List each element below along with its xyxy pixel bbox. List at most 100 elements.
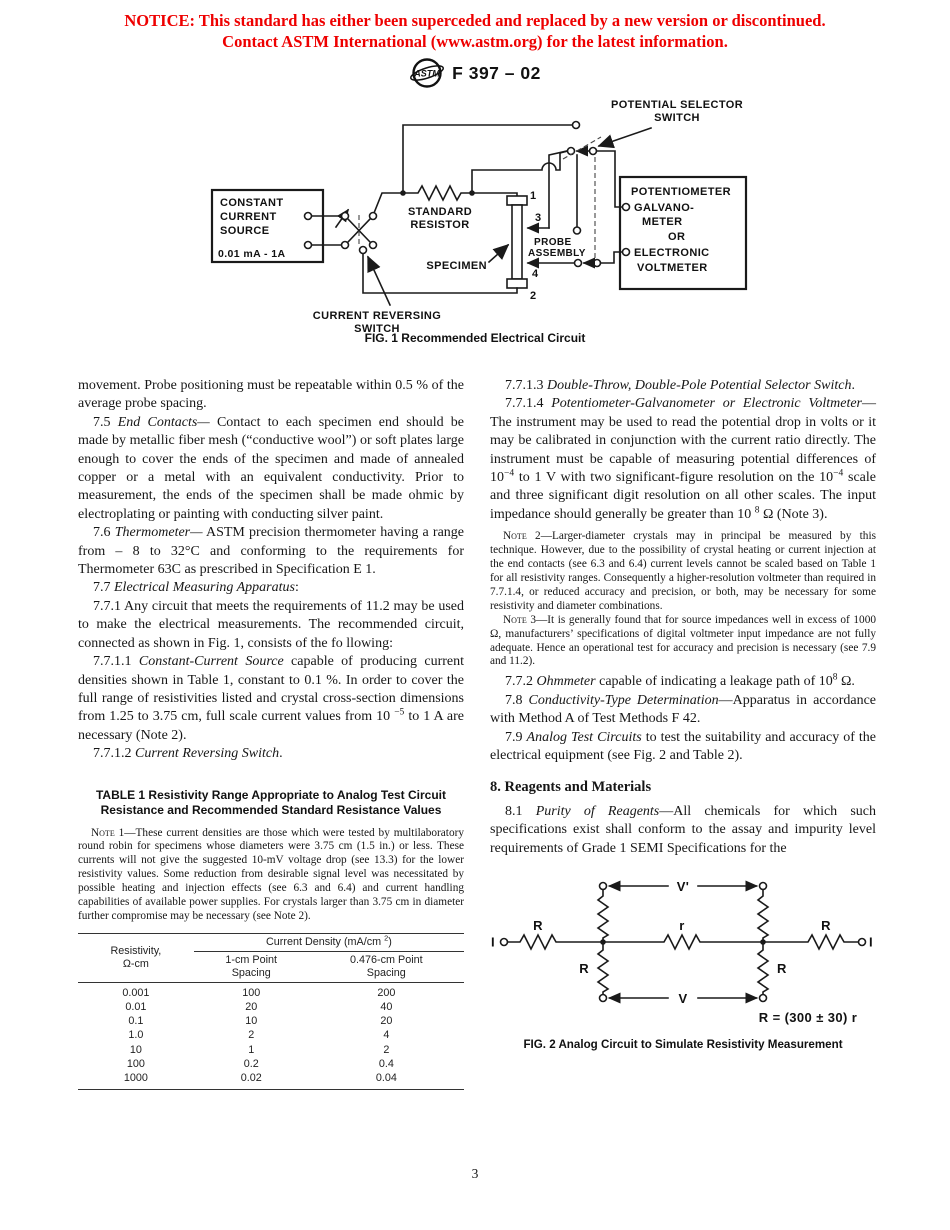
wire-bottom-return [362, 252, 518, 294]
left-column: movement. Probe positioning must be repe… [78, 377, 464, 1090]
switch-contact-1 [340, 211, 350, 221]
astm-logo-icon: ASTM [410, 58, 445, 88]
notice-line-1: NOTICE: This standard has either been su… [124, 11, 826, 30]
specimen-bar [511, 204, 523, 280]
potential-selector-label-1: POTENTIAL SELECTOR [611, 99, 743, 111]
wire-selector-to-meter-bottom [599, 251, 624, 264]
column-header-0476cm-spacing: 0.476-cm Point Spacing [308, 951, 464, 983]
page-number: 3 [471, 1166, 479, 1181]
paragraph-7-7-2: 7.7.2 Ohmmeter capable of indicating a l… [505, 672, 855, 690]
ccs-label-1: CONSTANT [220, 197, 284, 209]
switch-lower-contact [358, 245, 368, 255]
notes-block: Note 2—Larger-diameter crystals may in p… [490, 530, 876, 669]
crs-pointer-arrow [366, 255, 392, 307]
std-resistor-label-1: STANDARD [408, 206, 472, 218]
note-3: Note 3—It is generally found that for so… [490, 613, 876, 668]
notice-line-2: Contact ASTM International (www.astm.org… [222, 31, 728, 51]
resistor-mid-right [762, 933, 860, 951]
selector-pole-2 [592, 258, 602, 268]
meter-label-4: OR [668, 231, 685, 243]
supersession-notice: NOTICE: This standard has either been su… [0, 11, 950, 52]
paragraph-8-1: 8.1 Purity of Reagents—All chemicals for… [490, 803, 877, 856]
figure-2-caption: FIG. 2 Analog Circuit to Simulate Resist… [523, 1038, 843, 1052]
source-terminal-bottom [303, 240, 313, 250]
section-8-heading: 8. Reagents and Materials [490, 779, 652, 796]
table-1-note: Note 1—These current densities are those… [78, 826, 464, 922]
ccs-range-label: 0.01 mA - 1A [218, 248, 285, 260]
figure-2-circuit-diagram: V' I R r R I R R [490, 874, 876, 1055]
junction-dot-a [400, 190, 406, 196]
probe-3-riser [548, 150, 568, 229]
terminal-1-label: 1 [530, 190, 537, 202]
resistor-bottom-left [596, 941, 610, 996]
wire-switch-to-top [372, 124, 574, 215]
wire-source-to-switch [310, 215, 343, 246]
paragraph-7-6: 7.6 Thermometer— ASTM precision thermome… [78, 525, 465, 578]
selector-contact-b [573, 258, 583, 268]
resistor-bottom-right [756, 941, 770, 996]
specimen-bottom-contact [506, 278, 528, 289]
resistor-mid-left [506, 933, 604, 951]
table-1: Resistivity, Ω-cm Current Density (mA/cm… [78, 932, 464, 1090]
selector-lower-contact [572, 226, 582, 235]
vprime-label: V' [677, 879, 690, 894]
vprime-terminal-left [598, 881, 608, 891]
top-wire-terminal [571, 120, 581, 130]
ccs-label-2: CURRENT [220, 211, 277, 223]
specimen-top-contact [506, 195, 528, 206]
meter-label-3: METER [642, 216, 683, 228]
ccs-label-3: SOURCE [220, 225, 269, 237]
wire-resistor-to-selector [471, 150, 569, 194]
resistor-top-right [756, 888, 770, 943]
current-label-left: I [491, 934, 495, 949]
paragraph-7-7-1-3: 7.7.1.3 Double-Throw, Double-Pole Potent… [505, 378, 855, 393]
switch-contact-4 [368, 240, 378, 250]
reversing-switch-cross [346, 217, 372, 244]
paragraph-7-7-1-1: 7.7.1.1 Constant-Current Source capable … [78, 654, 465, 743]
voltmeter-box [618, 175, 748, 291]
fig1-svg: CONSTANT CURRENT SOURCE 0.01 mA - 1A STA… [210, 99, 748, 335]
paragraph-continuation: movement. Probe positioning must be repe… [78, 378, 464, 412]
switch-contact-3 [340, 240, 350, 250]
paragraph-7-7-1: 7.7.1 Any circuit that meets the require… [78, 598, 464, 651]
terminal-2-label: 2 [530, 290, 537, 302]
current-label-right: I [869, 934, 873, 949]
table-1-title-line-1: TABLE 1 Resistivity Range Appropriate to… [95, 787, 447, 802]
figure-1-circuit-diagram: CONSTANT CURRENT SOURCE 0.01 mA - 1A STA… [190, 93, 770, 335]
crs-label-2: SWITCH [354, 323, 400, 333]
selector-pointer-arrow [597, 126, 653, 149]
equation-label: R = (300 ± 30) r [759, 1010, 857, 1025]
selector-pole-1 [588, 146, 598, 156]
paragraph-7-5: 7.5 End Contacts— Contact to each specim… [78, 414, 465, 522]
switch-contact-2 [368, 211, 378, 221]
current-terminal-right [857, 937, 867, 947]
r-label-center: r [679, 918, 684, 933]
standard-resistor-element [402, 184, 518, 202]
paragraph-7-7-1-2: 7.7.1.2 Current Reversing Switch. [93, 746, 283, 762]
vprime-terminal-right [758, 881, 768, 891]
r-label-bottom-right: R [777, 961, 787, 976]
paragraph-7-7: 7.7 Electrical Measuring Apparatus: [93, 580, 299, 596]
column-header-1cm-spacing: 1-cm Point Spacing [193, 951, 309, 983]
specimen-label: SPECIMEN [426, 260, 487, 272]
meter-terminal-top [621, 202, 631, 212]
potential-selector-label-2: SWITCH [654, 112, 700, 124]
doc-number: F 397 – 02 [452, 62, 541, 83]
resistor-center-r [602, 933, 764, 951]
specimen-pointer-arrow [487, 243, 510, 264]
figure-1-caption: FIG. 1 Recommended Electrical Circuit [364, 331, 586, 345]
fig2-svg: V' I R r R I R R [491, 879, 873, 1025]
paragraph-7-7-1-4: 7.7.1.4 Potentiometer-Galvanometer or El… [490, 396, 876, 522]
meter-label-2: GALVANO- [634, 202, 694, 214]
meter-label-6: VOLTMETER [637, 262, 708, 274]
table-1-block: TABLE 1 Resistivity Range Appropriate to… [78, 788, 464, 1090]
terminal-3-label: 3 [535, 212, 542, 224]
paragraph-7-9: 7.9 Analog Test Circuits to test the sui… [490, 729, 876, 763]
